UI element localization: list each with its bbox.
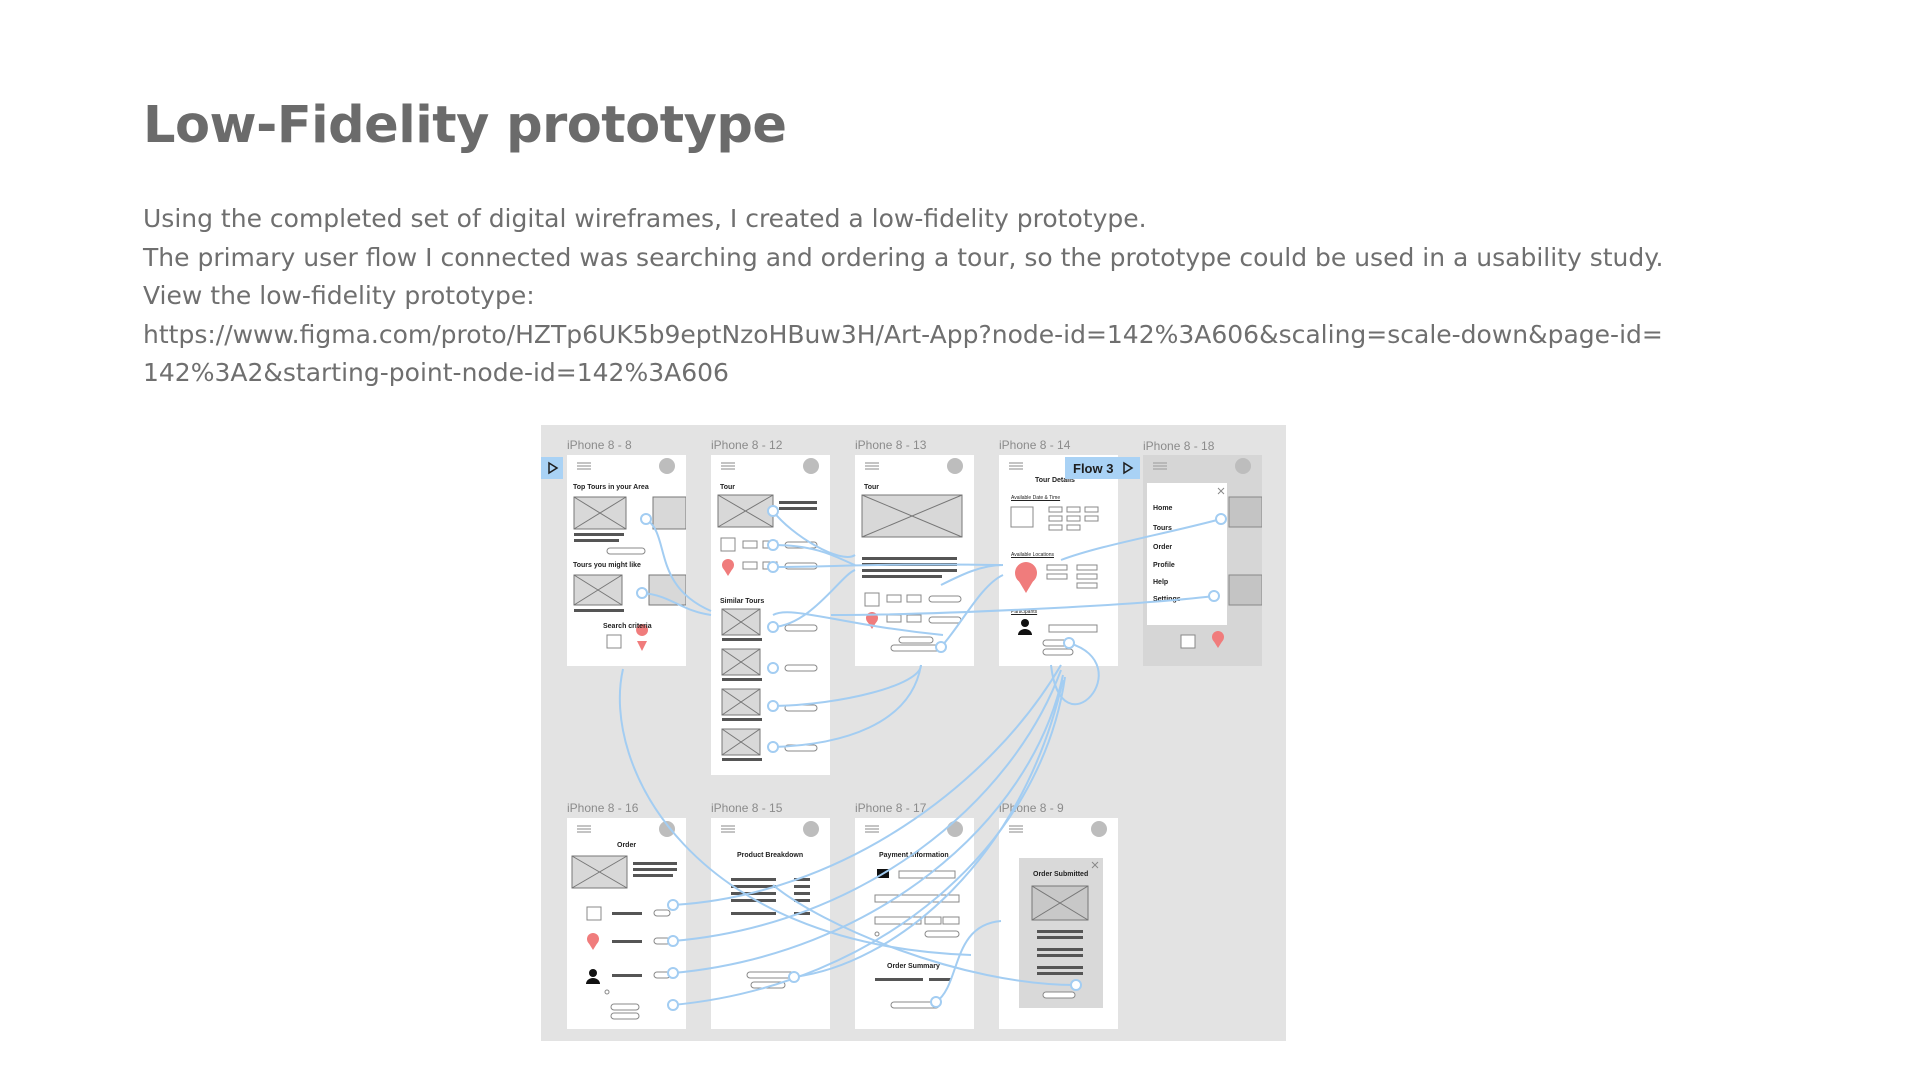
- screen-text: Product Breakdown: [737, 852, 804, 859]
- phone-frame-tour-booking[interactable]: Tour Details Available Date & Time Avail…: [999, 455, 1118, 666]
- wireframe-order-submitted: [1009, 821, 1107, 1008]
- prototype-canvas: iPhone 8 - 8 iPhone 8 - 12 iPhone 8 - 13…: [541, 425, 1286, 1041]
- description-line-1: Using the completed set of digital wiref…: [143, 204, 1147, 233]
- phone-frame-home[interactable]: Top Tours in your Area Tours you might l…: [567, 455, 686, 666]
- page-title: Low-Fidelity prototype: [143, 96, 787, 155]
- screen-text: Available Date & Time: [1011, 495, 1061, 501]
- screen-text: Tour: [720, 484, 736, 491]
- menu-item[interactable]: Profile: [1153, 562, 1175, 569]
- menu-item[interactable]: Tours: [1153, 525, 1172, 532]
- wireframe-product-breakdown: [721, 821, 819, 989]
- prototype-link-line-2[interactable]: 142%3A2&starting-point-node-id=142%3A606: [143, 358, 729, 387]
- frame-label: iPhone 8 - 9: [999, 801, 1064, 815]
- play-icon: [1123, 461, 1134, 475]
- screen-text: Tour: [864, 484, 880, 491]
- menu-item[interactable]: Order: [1153, 544, 1173, 551]
- wireframe-menu: [1147, 458, 1262, 649]
- screen-text: Search criteria: [603, 623, 652, 630]
- frame-label: iPhone 8 - 12: [711, 438, 783, 452]
- screen-text: Top Tours in your Area: [573, 484, 649, 491]
- wireframe-tour-booking: [1009, 462, 1099, 656]
- menu-item[interactable]: Settings: [1153, 596, 1181, 603]
- description-line-2: The primary user flow I connected was se…: [143, 242, 1664, 272]
- description: Using the completed set of digital wiref…: [143, 200, 1783, 393]
- screen-text: Order Summary: [887, 963, 940, 970]
- frame-label: iPhone 8 - 16: [567, 801, 639, 815]
- frame-label: iPhone 8 - 18: [1143, 439, 1215, 453]
- frame-label: iPhone 8 - 8: [567, 438, 632, 452]
- screen-text: Similar Tours: [720, 598, 765, 605]
- wireframe-payment: [865, 821, 963, 1009]
- frame-label: iPhone 8 - 13: [855, 438, 927, 452]
- flow-start-marker[interactable]: [541, 457, 563, 479]
- prototype-link-line-1[interactable]: https://www.figma.com/proto/HZTp6UK5b9ep…: [143, 319, 1663, 349]
- phone-frame-tour-detail[interactable]: Tour: [855, 455, 974, 666]
- flow-label: Flow 3: [1073, 460, 1114, 476]
- screen-text: Tours you might like: [573, 562, 641, 569]
- frame-label: iPhone 8 - 17: [855, 801, 927, 815]
- wireframe-tour-list: [717, 458, 819, 761]
- screen-text: Order Submitted: [1033, 871, 1089, 878]
- screen-text: Tour Details: [1035, 477, 1075, 484]
- phone-frame-order-submitted[interactable]: Order Submitted: [999, 818, 1118, 1029]
- phone-frame-payment[interactable]: Payment Information Order Summary: [855, 818, 974, 1029]
- flow-badge[interactable]: Flow 3: [1065, 457, 1140, 479]
- phone-frame-menu[interactable]: Home Tours Order Profile Help Settings: [1143, 455, 1262, 666]
- menu-item[interactable]: Help: [1153, 579, 1169, 586]
- screen-text: Payment Information: [879, 852, 949, 859]
- phone-frame-tour-list[interactable]: Tour Similar Tours: [711, 455, 830, 775]
- play-icon: [548, 461, 559, 475]
- phone-frame-order[interactable]: Order: [567, 818, 686, 1029]
- screen-text: Participants: [1011, 609, 1038, 615]
- frame-label: iPhone 8 - 15: [711, 801, 783, 815]
- description-line-3: View the low-fidelity prototype:: [143, 281, 535, 310]
- frame-label: iPhone 8 - 14: [999, 438, 1071, 452]
- phone-frame-product-breakdown[interactable]: Product Breakdown: [711, 818, 830, 1029]
- menu-item[interactable]: Home: [1153, 505, 1173, 512]
- screen-text: Order: [617, 842, 637, 849]
- screen-text: Available Locations: [1011, 552, 1054, 558]
- wireframe-order: [571, 821, 677, 1020]
